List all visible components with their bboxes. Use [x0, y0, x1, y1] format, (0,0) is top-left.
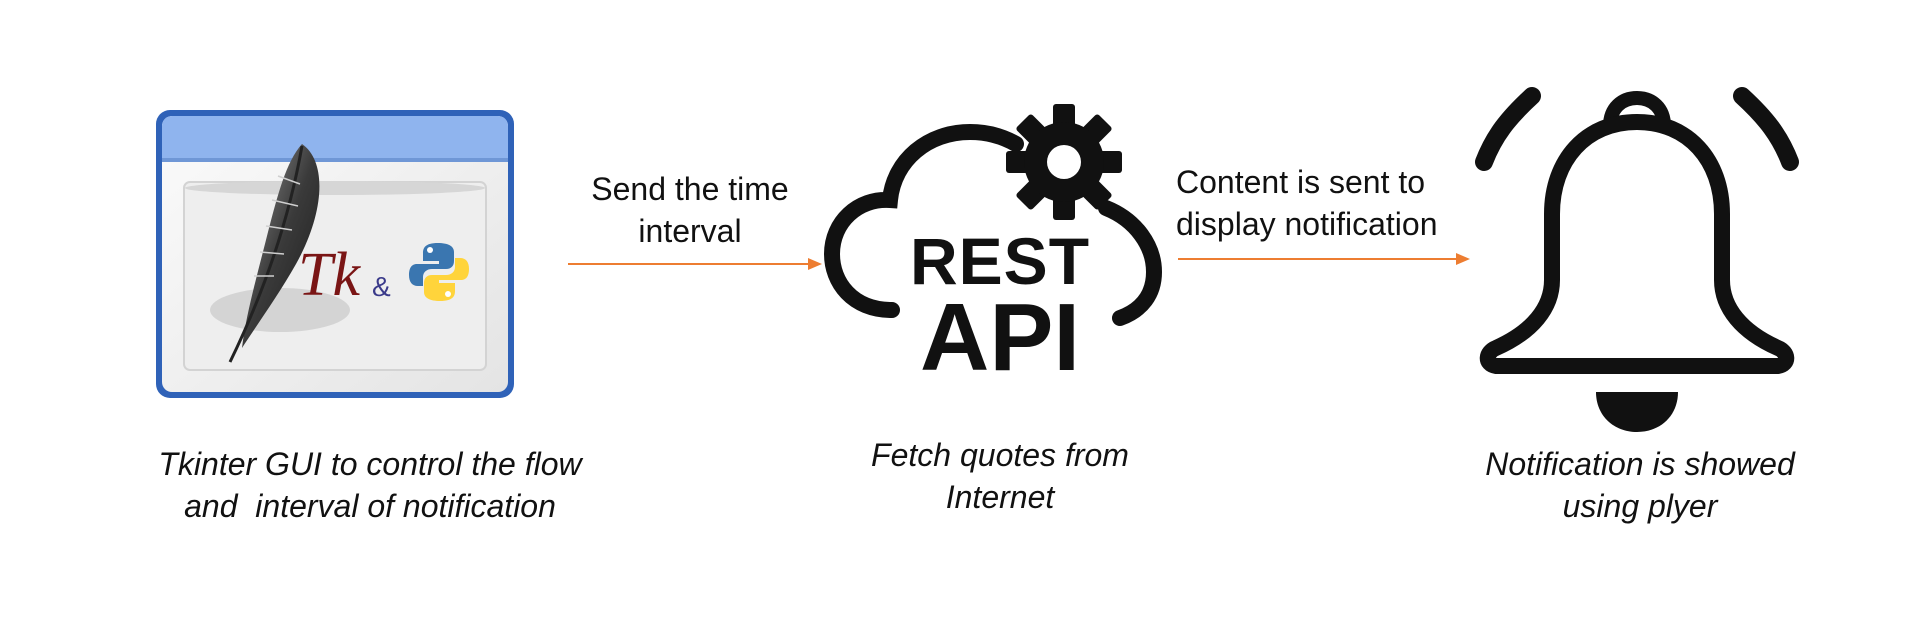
gear-icon: [1006, 104, 1122, 220]
tk-logo-text: Tk: [298, 241, 360, 309]
feather-icon: [228, 144, 320, 363]
caption-line: using plyer: [1562, 488, 1718, 524]
edge-label-line: Send the time: [591, 171, 789, 207]
notification-caption: Notification is showed using plyer: [1450, 443, 1830, 527]
bell-icon: [1470, 86, 1804, 438]
arrow-gui-to-api: [568, 254, 822, 274]
edge-label-line: Content is sent to: [1176, 164, 1426, 200]
rest-api-caption: Fetch quotes from Internet: [830, 434, 1170, 518]
caption-line: Notification is showed: [1485, 446, 1795, 482]
api-logo-text: API: [919, 284, 1081, 391]
rest-logo-text: REST: [909, 224, 1091, 298]
tkinter-window-icon: [150, 104, 520, 404]
caption-line: and interval of notification: [184, 488, 556, 524]
tk-logo-ampersand: &: [372, 271, 391, 302]
arrow-api-to-notification: [1178, 249, 1470, 269]
cloud-gear-api-icon: [823, 104, 1163, 379]
edge-label-content-sent: Content is sent to display notification: [1176, 161, 1472, 245]
tkinter-caption: Tkinter GUI to control the flow and inte…: [100, 443, 640, 527]
caption-line: Fetch quotes from: [871, 437, 1129, 473]
edge-label-send-interval: Send the time interval: [560, 168, 820, 252]
python-logo-icon: [409, 241, 469, 303]
caption-line: Internet: [945, 479, 1055, 515]
caption-line: Tkinter GUI to control the flow: [158, 446, 582, 482]
edge-label-line: interval: [638, 213, 742, 249]
edge-label-line: display notification: [1176, 206, 1438, 242]
